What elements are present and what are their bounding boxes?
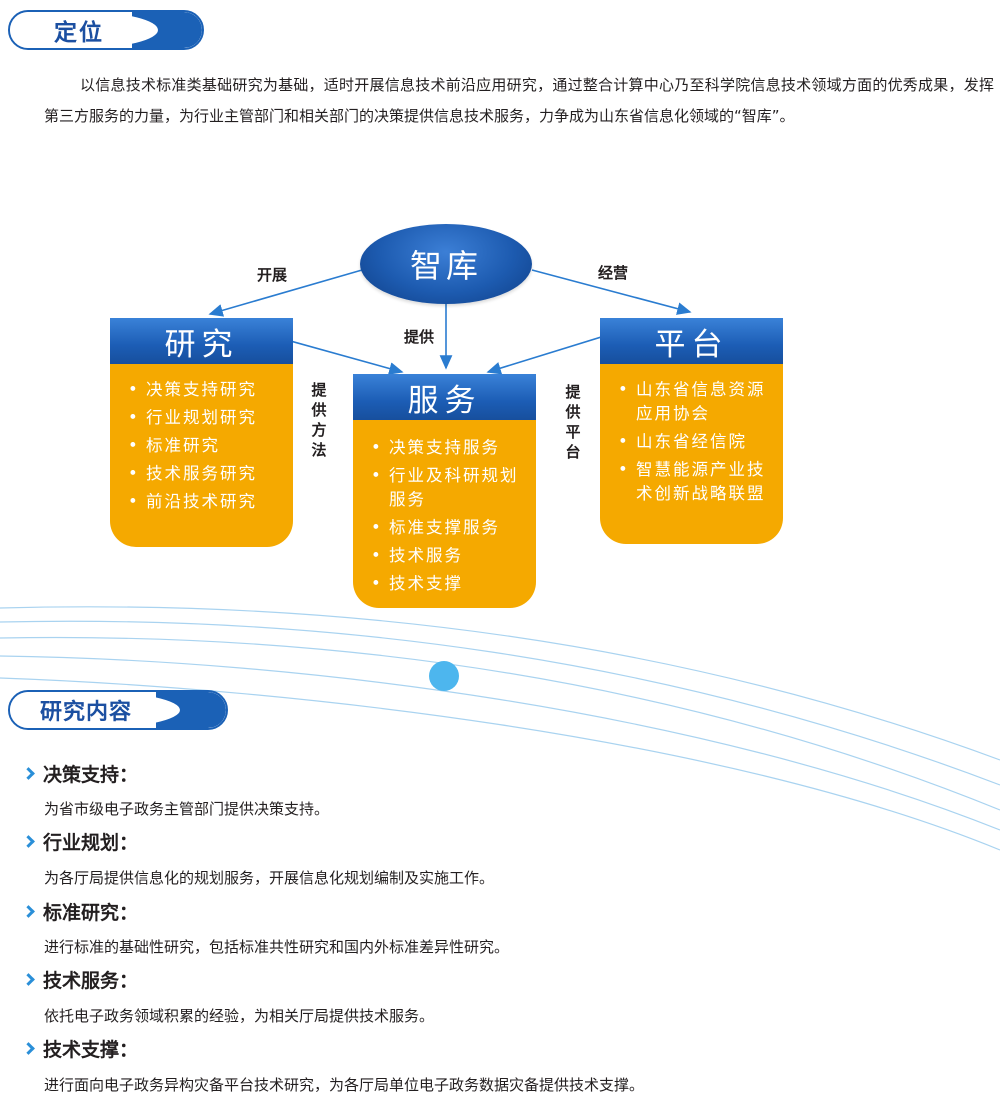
decor-dot xyxy=(429,661,459,691)
chevron-right-icon xyxy=(22,835,35,848)
list-item: 标准研究 xyxy=(126,434,283,458)
chevron-right-icon xyxy=(22,905,35,918)
intro-paragraph: 以信息技术标准类基础研究为基础，适时开展信息技术前沿应用研究，通过整合计算中心乃… xyxy=(44,76,994,125)
research-item-heading: 技术支撑： xyxy=(22,1035,138,1062)
research-box-title: 研究 xyxy=(110,318,293,364)
list-item: 智慧能源产业技术创新战略联盟 xyxy=(616,458,773,506)
list-item: 决策支持研究 xyxy=(126,378,283,402)
research-item-desc: 进行标准的基础性研究，包括标准共性研究和国内外标准差异性研究。 xyxy=(44,938,510,956)
chevron-right-icon xyxy=(22,767,35,780)
list-item: 前沿技术研究 xyxy=(126,490,283,514)
section-header-research-content: 研究内容 xyxy=(8,690,228,730)
list-item: 行业及科研规划服务 xyxy=(369,464,526,512)
research-item-heading: 技术服务： xyxy=(22,966,138,993)
edge-label-provide: 提供 xyxy=(404,328,435,346)
research-item-heading: 决策支持： xyxy=(22,760,138,787)
chevron-right-icon xyxy=(22,973,35,986)
service-box-title: 服务 xyxy=(353,374,536,420)
research-item-desc: 为各厅局提供信息化的规划服务，开展信息化规划编制及实施工作。 xyxy=(44,869,495,887)
list-item: 标准支撑服务 xyxy=(369,516,526,540)
research-item-heading: 行业规划： xyxy=(22,828,138,855)
research-item-desc: 依托电子政务领域积累的经验，为相关厅局提供技术服务。 xyxy=(44,1007,435,1025)
list-item: 技术服务研究 xyxy=(126,462,283,486)
list-item: 决策支持服务 xyxy=(369,436,526,460)
section-title: 研究内容 xyxy=(40,700,133,725)
arrow-to-research xyxy=(208,269,363,317)
think-tank-node: 智库 xyxy=(360,224,532,304)
research-item-desc: 为省市级电子政务主管部门提供决策支持。 xyxy=(44,800,330,818)
chevron-right-icon xyxy=(22,1042,35,1055)
edge-label-provide-method: 提供方法 xyxy=(311,381,327,459)
service-box: 决策支持服务 行业及科研规划服务 标准支撑服务 技术服务 技术支撑 xyxy=(353,420,536,608)
background-swoosh xyxy=(0,606,1000,851)
platform-box: 山东省信息资源应用协会 山东省经信院 智慧能源产业技术创新战略联盟 xyxy=(600,364,783,544)
list-item: 技术服务 xyxy=(369,544,526,568)
list-item: 山东省经信院 xyxy=(616,430,773,454)
edge-label-provide-platform: 提供平台 xyxy=(565,383,581,461)
list-item: 行业规划研究 xyxy=(126,406,283,430)
platform-box-title: 平台 xyxy=(600,318,783,364)
research-item-heading: 标准研究： xyxy=(22,898,138,925)
edge-label-conduct: 开展 xyxy=(257,266,288,284)
arrow-to-platform xyxy=(531,269,692,315)
section-header-positioning: 定位 xyxy=(8,10,204,50)
list-item: 山东省信息资源应用协会 xyxy=(616,378,773,426)
section-title: 定位 xyxy=(54,20,104,46)
edge-label-operate: 经营 xyxy=(598,264,629,282)
list-item: 技术支撑 xyxy=(369,572,526,596)
research-box: 决策支持研究 行业规划研究 标准研究 技术服务研究 前沿技术研究 xyxy=(110,364,293,547)
research-item-desc: 进行面向电子政务异构灾备平台技术研究，为各厅局单位电子政务数据灾备提供技术支撑。 xyxy=(44,1076,645,1094)
